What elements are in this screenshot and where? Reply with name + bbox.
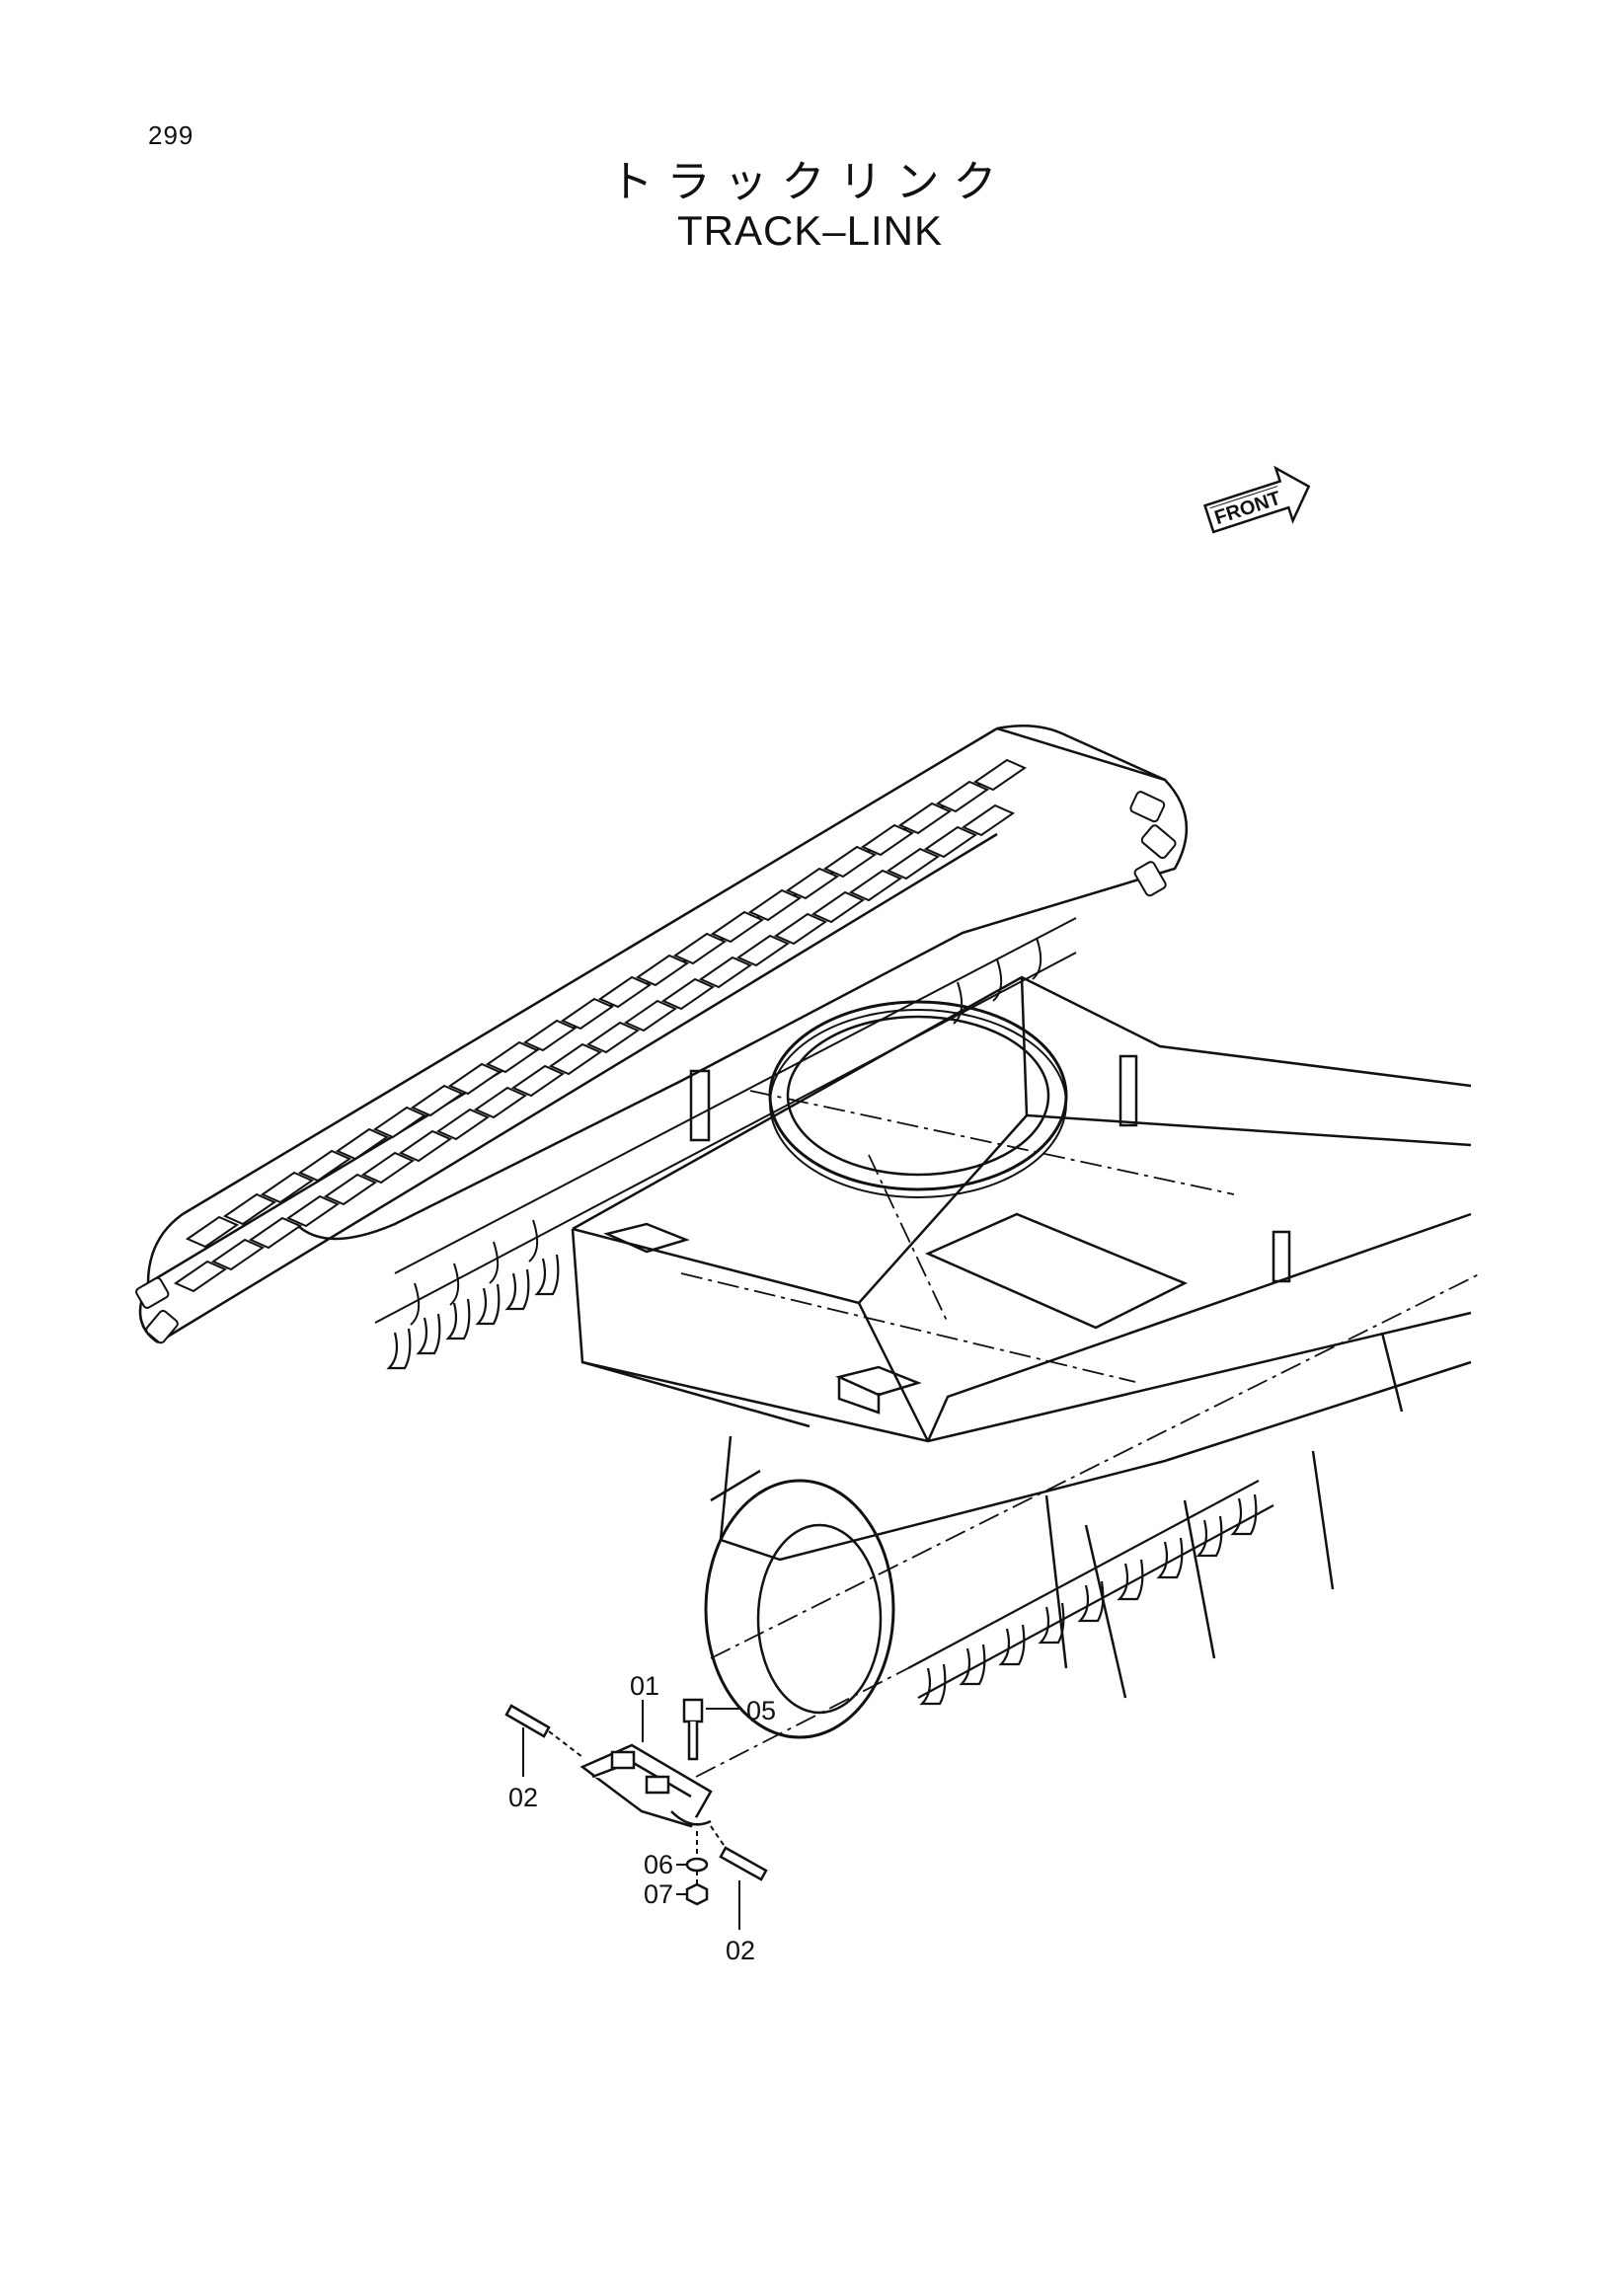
title-japanese: トラックリンク bbox=[609, 157, 1011, 207]
track-frame bbox=[571, 975, 1472, 1739]
leader-lines bbox=[522, 1700, 742, 1930]
callout-02-right: 02 bbox=[726, 1936, 755, 1965]
bolt-part bbox=[682, 1698, 704, 1761]
near-track-bottom-run bbox=[907, 1480, 1274, 1706]
page-number: 299 bbox=[148, 120, 194, 150]
callout-05: 05 bbox=[746, 1696, 776, 1725]
far-left-bottom-run bbox=[386, 1254, 560, 1370]
callout-02-left: 02 bbox=[508, 1783, 538, 1812]
title-english: TRACK–LINK bbox=[676, 207, 944, 254]
far-track-end-shoes bbox=[135, 791, 1177, 1344]
callout-07: 07 bbox=[644, 1879, 673, 1909]
front-arrow-icon: FRONT bbox=[1202, 465, 1311, 534]
track-link-part bbox=[579, 1743, 713, 1828]
nut-part bbox=[685, 1882, 709, 1906]
pin-right-part bbox=[719, 1846, 768, 1881]
callout-06: 06 bbox=[644, 1850, 673, 1879]
callout-01: 01 bbox=[630, 1671, 659, 1701]
washer-part bbox=[685, 1857, 709, 1873]
pin-left-part bbox=[504, 1704, 551, 1738]
far-track-shoes bbox=[173, 758, 1028, 1293]
centerlines bbox=[680, 1090, 1482, 1778]
